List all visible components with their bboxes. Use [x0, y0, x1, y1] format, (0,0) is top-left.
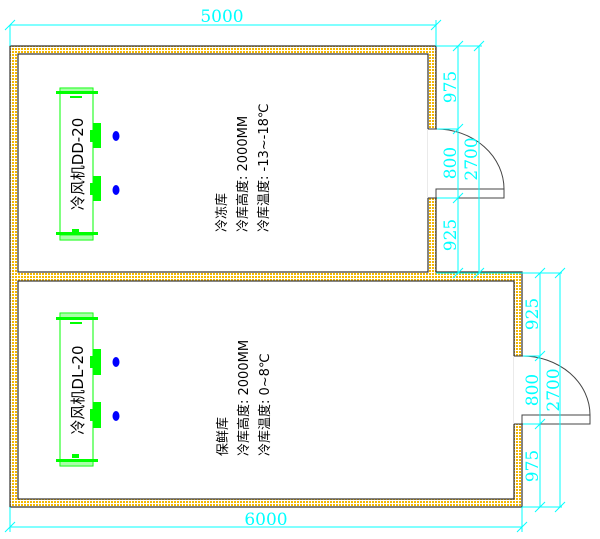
air-cooler-lower: 冷风机DL-20 — [56, 312, 120, 467]
walls — [9, 45, 524, 508]
lower-door — [521, 355, 591, 425]
room-name: 冷冻库 — [214, 193, 230, 232]
dim-upper-door: 800 — [441, 147, 461, 179]
lower-door-opening — [513, 356, 524, 424]
fan-model-label: 冷风机DD-20 — [69, 118, 87, 211]
upper-door-opening — [427, 129, 438, 198]
dim-lower-total: 2700 — [544, 368, 564, 411]
fan-marker-icon — [112, 411, 120, 421]
room-info-lower: 保鲜库 冷库高度: 2000MM 冷库温度: 0~8℃ — [215, 340, 273, 456]
room-info-upper: 冷冻库 冷库高度: 2000MM 冷库温度: -13~-18℃ — [214, 104, 272, 232]
lower-room-floor — [17, 280, 515, 500]
dim-bottom-width: 6000 — [244, 510, 287, 530]
dim-top-width: 5000 — [200, 7, 243, 27]
dim-lower-door: 800 — [523, 374, 543, 406]
air-cooler-upper: 冷风机DD-20 — [56, 87, 120, 241]
dim-upper-bottom: 925 — [441, 219, 461, 251]
dim-lower-top: 925 — [523, 298, 543, 330]
fan-marker-icon — [112, 185, 120, 195]
upper-door — [435, 128, 505, 199]
fan-model-label: 冷风机DL-20 — [69, 345, 87, 434]
dim-upper-top: 975 — [441, 71, 461, 103]
dim-lower-bottom: 975 — [523, 450, 543, 482]
room-temperature: 冷库温度: -13~-18℃ — [256, 104, 272, 232]
room-height: 冷库高度: 2000MM — [235, 116, 251, 232]
fan-marker-icon — [112, 357, 120, 367]
dimension-lines — [4, 19, 566, 533]
fan-marker-icon — [112, 131, 120, 141]
room-name: 保鲜库 — [215, 417, 231, 456]
dim-upper-total: 2700 — [462, 137, 482, 180]
room-temperature: 冷库温度: 0~8℃ — [257, 353, 273, 456]
room-height: 冷库高度: 2000MM — [236, 340, 252, 456]
